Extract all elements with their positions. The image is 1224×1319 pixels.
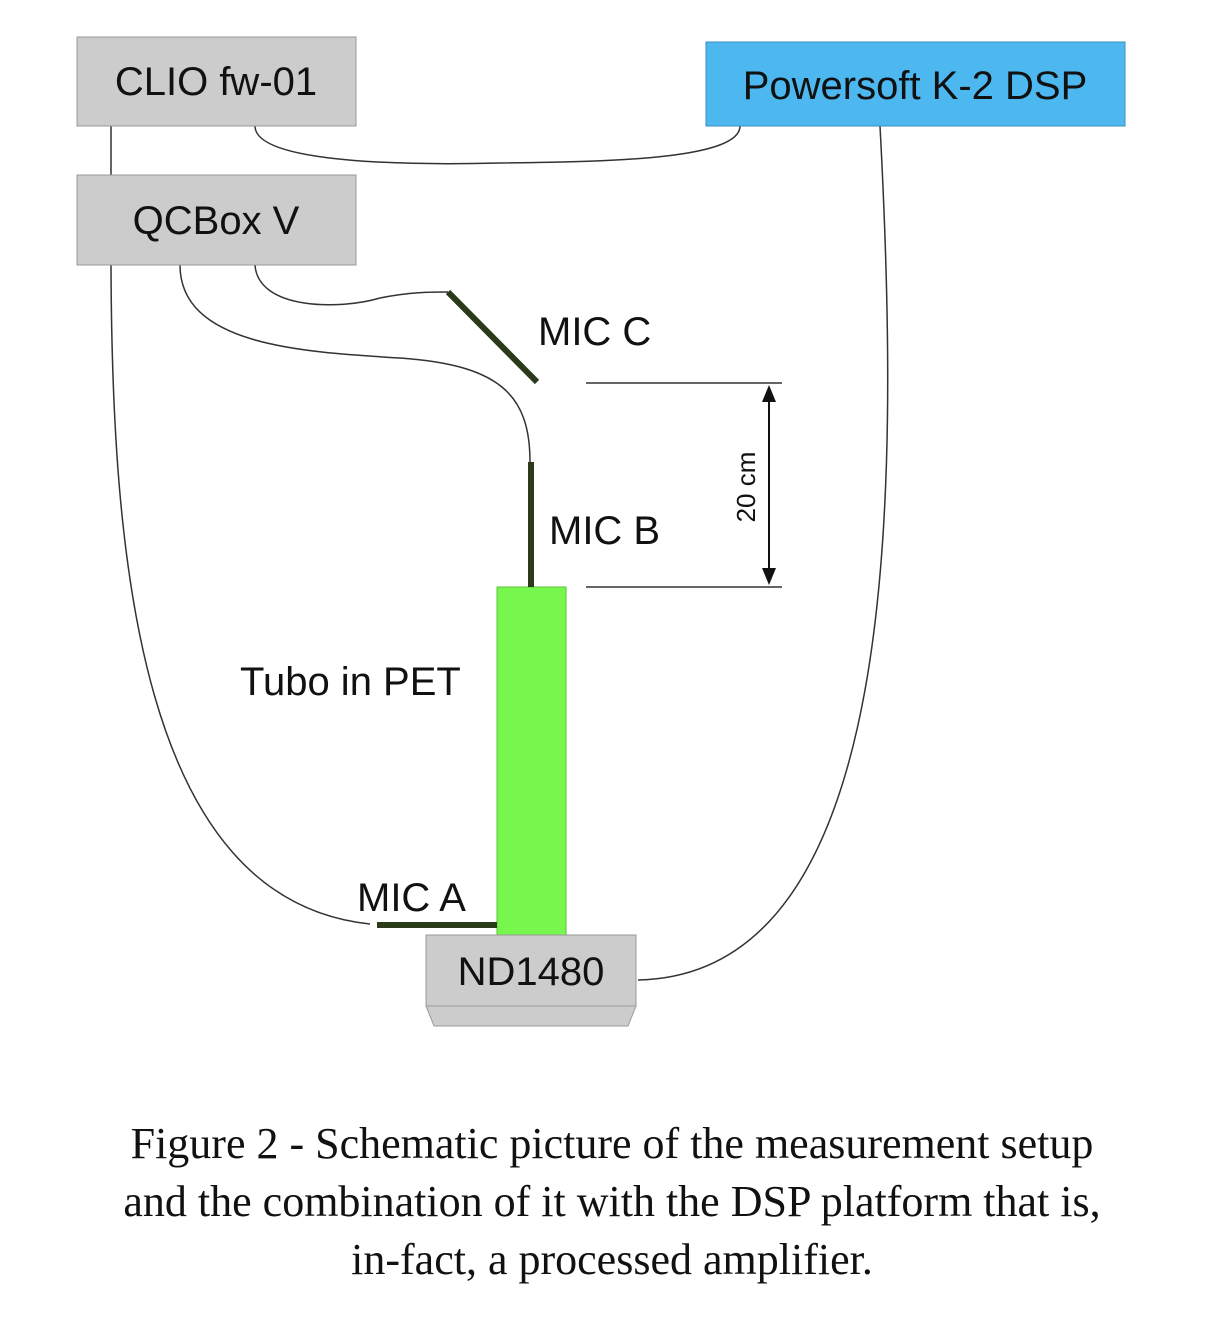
caption-line-2: and the combination of it with the DSP p…: [123, 1177, 1101, 1226]
nd1480-box: ND1480: [425, 934, 637, 1027]
nd1480-base: [425, 1005, 637, 1027]
setup-diagram: 20 cm CLIO fw-01 Powersoft K-2 DSP QCBox…: [76, 36, 1126, 1027]
tube-label: Tubo in PET: [240, 660, 461, 704]
cables: [110, 125, 889, 981]
cable-qcbox-mic-c: [254, 264, 449, 306]
powersoft-label: Powersoft K-2 DSP: [743, 64, 1088, 108]
qcbox-label: QCBox V: [133, 199, 300, 243]
figure-caption: Figure 2 - Schematic picture of the meas…: [0, 1115, 1224, 1289]
mic-a-label: MIC A: [357, 876, 466, 920]
qcbox-box: QCBox V: [76, 174, 357, 266]
pet-tube: [496, 586, 567, 936]
dimension-arrow: [762, 385, 776, 585]
cable-qcbox-mic-a: [110, 264, 371, 925]
dimension-label: 20 cm: [731, 452, 761, 523]
cable-clio-powersoft: [254, 125, 741, 165]
clio-box: CLIO fw-01: [76, 36, 357, 127]
mic-b-label: MIC B: [549, 509, 660, 553]
mic-c: [445, 289, 540, 385]
mic-c-label: MIC C: [538, 310, 651, 354]
caption-line-1: Figure 2 - Schematic picture of the meas…: [130, 1119, 1094, 1168]
cable-qcbox-mic-b: [179, 264, 531, 463]
cable-powersoft-nd1480: [637, 125, 889, 981]
clio-label: CLIO fw-01: [115, 60, 317, 104]
nd1480-label: ND1480: [458, 950, 605, 994]
caption-line-3: in-fact, a processed amplifier.: [351, 1235, 873, 1284]
powersoft-box: Powersoft K-2 DSP: [705, 41, 1126, 127]
